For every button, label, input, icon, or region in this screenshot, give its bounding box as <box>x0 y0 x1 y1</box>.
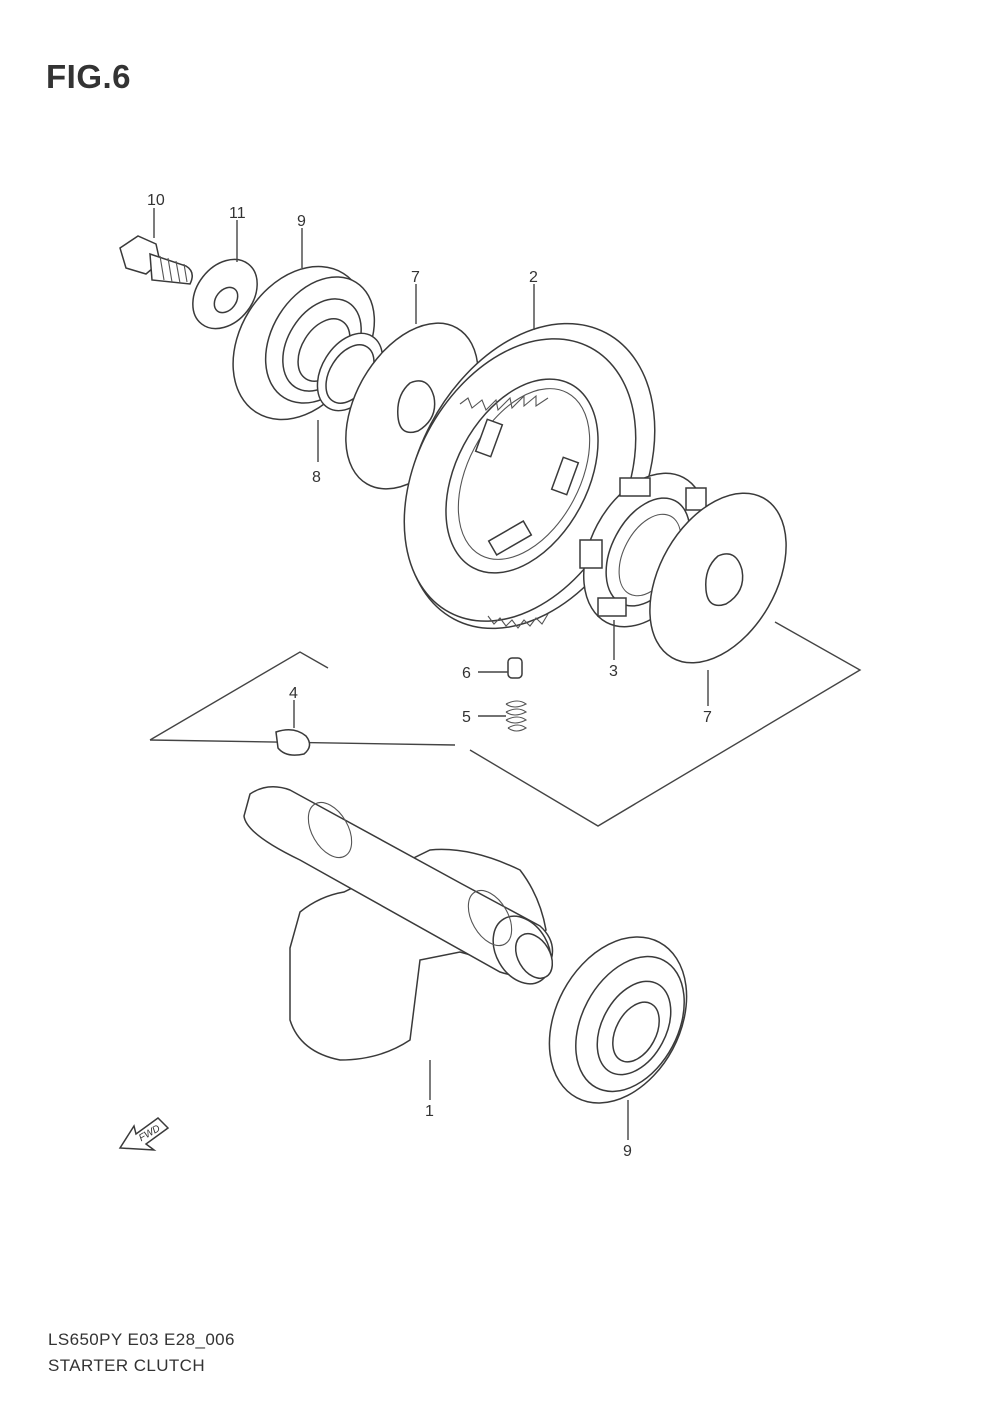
key-part <box>275 729 311 756</box>
callout-9-lower: 9 <box>623 1143 632 1160</box>
spring-part <box>505 700 528 732</box>
callout-2: 2 <box>529 269 538 286</box>
thrust-washer-lower-part <box>649 492 787 664</box>
callout-6: 6 <box>462 665 471 682</box>
section-name: STARTER CLUTCH <box>48 1356 206 1375</box>
callout-7-upper: 7 <box>411 269 420 286</box>
callout-11: 11 <box>229 205 246 222</box>
washer-part <box>192 258 258 330</box>
pin-part <box>507 657 523 679</box>
callout-9-upper: 9 <box>297 213 306 230</box>
figure-title: FIG.6 <box>46 58 132 95</box>
callout-5: 5 <box>462 709 471 726</box>
callout-7-lower: 7 <box>703 709 712 726</box>
callout-4: 4 <box>289 685 298 702</box>
leader-lines <box>153 208 709 1140</box>
callout-1: 1 <box>425 1103 434 1120</box>
callout-8: 8 <box>312 469 321 486</box>
callout-3: 3 <box>609 663 618 680</box>
fwd-arrow-icon: FWD <box>118 1117 170 1151</box>
bearing-lower-part <box>548 936 688 1104</box>
model-code: LS650PY E03 E28_006 <box>48 1330 235 1349</box>
callout-10: 10 <box>147 192 165 209</box>
crankshaft-part <box>243 786 554 1061</box>
callout-labels: 10 11 9 7 2 8 6 3 4 5 7 1 9 <box>147 192 712 1160</box>
bolt-part <box>119 235 193 285</box>
